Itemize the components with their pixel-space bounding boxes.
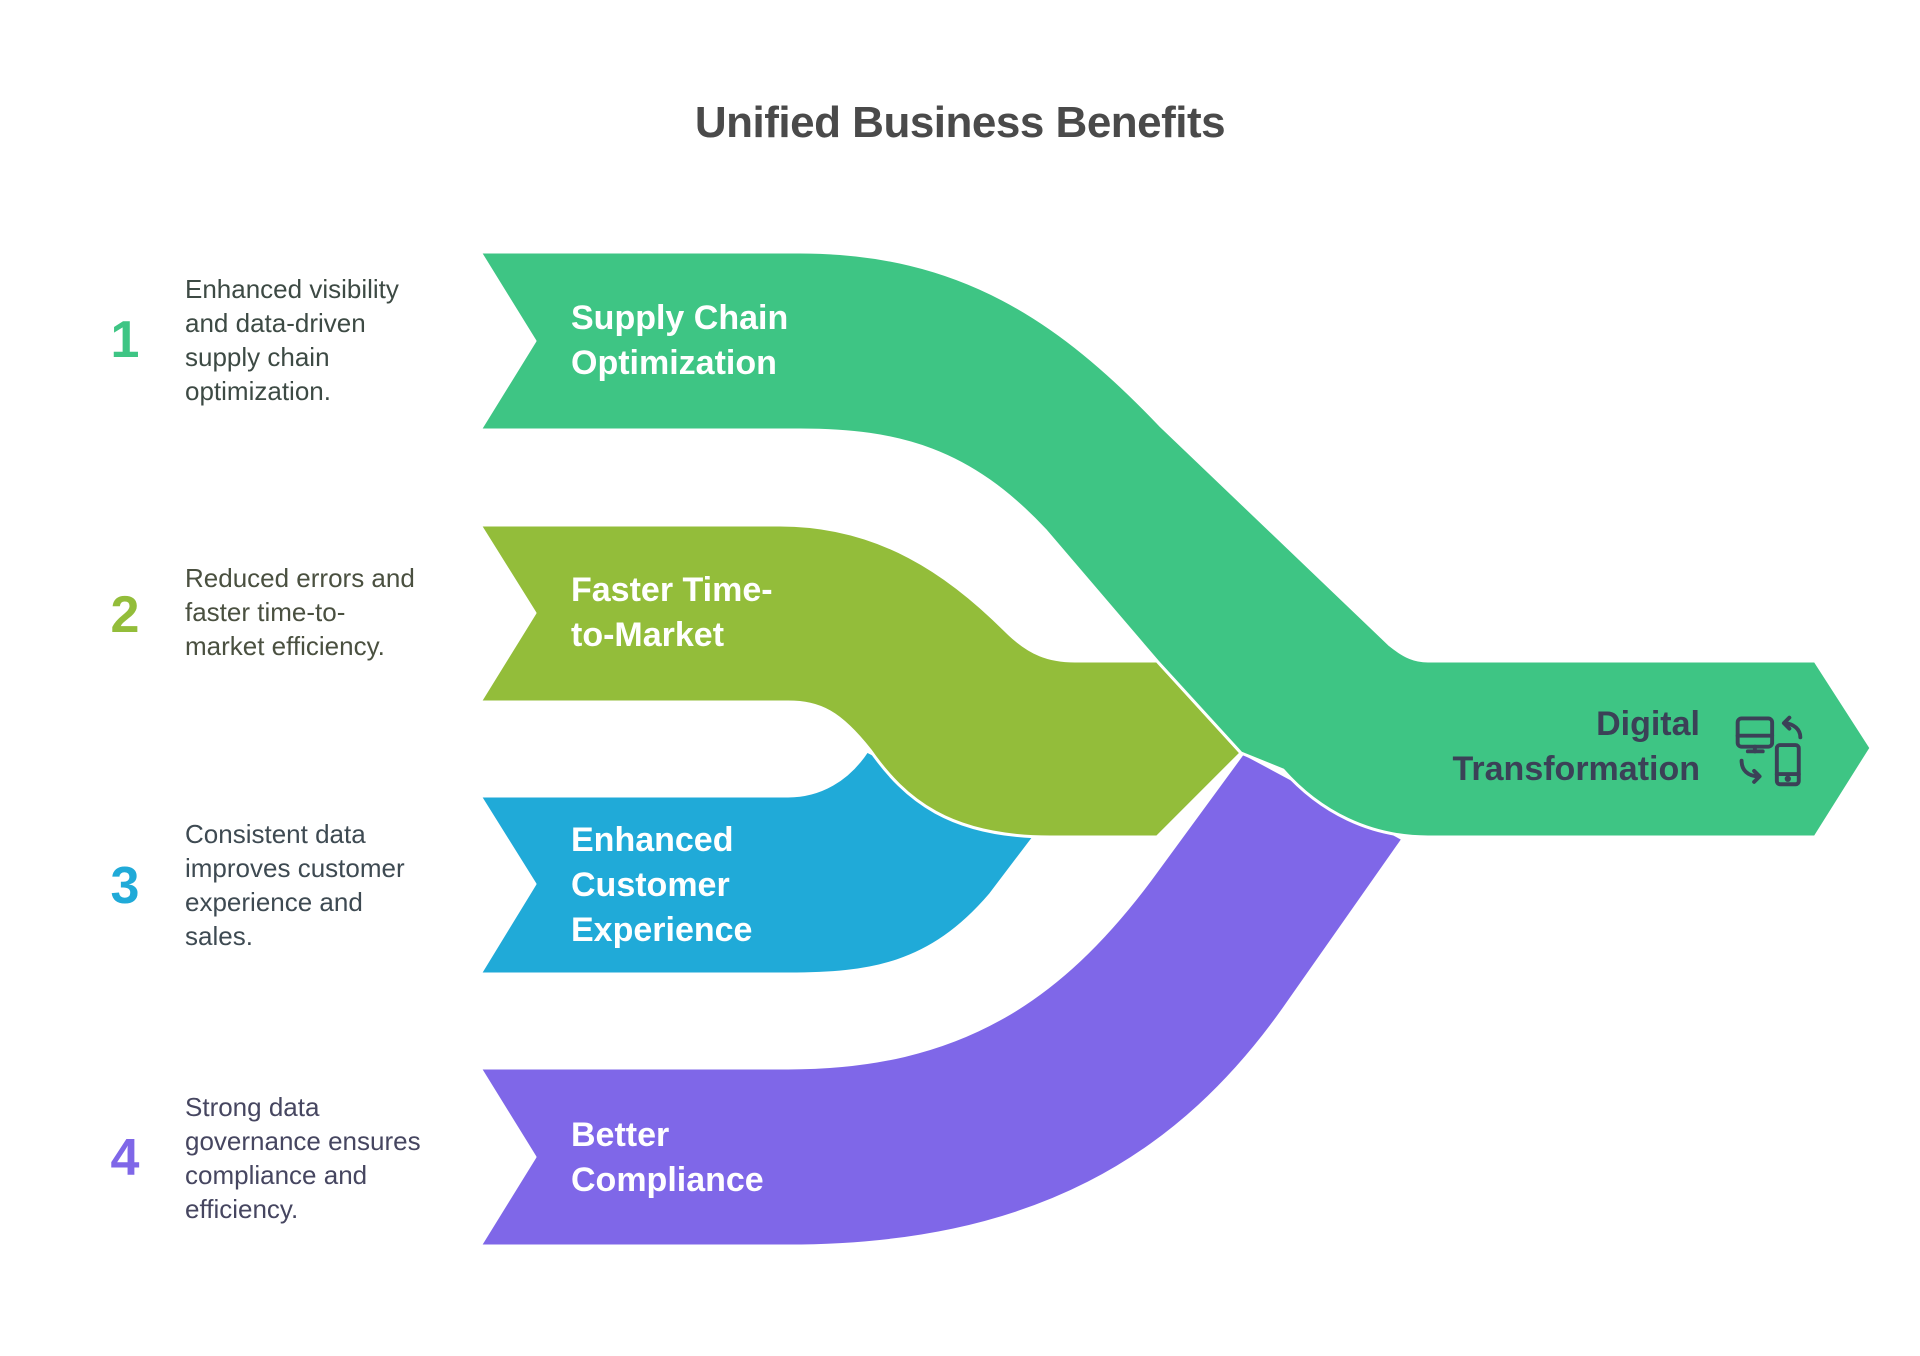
band-label-customer-experience: Enhanced Customer Experience: [571, 818, 831, 953]
description-line: sales.: [185, 921, 253, 951]
band-label-time-to-market: Faster Time- to-Market: [571, 568, 831, 658]
page-title: Unified Business Benefits: [694, 98, 1226, 147]
phone-icon: [1774, 743, 1801, 787]
description-line: experience and: [185, 887, 363, 917]
label-line: Optimization: [571, 344, 777, 382]
band-label-supply-chain: Supply Chain Optimization: [571, 296, 831, 386]
description-line: Consistent data: [185, 819, 366, 849]
label-line: Compliance: [571, 1161, 764, 1199]
monitor-icon: [1735, 716, 1775, 754]
description-line: market efficiency.: [185, 631, 385, 661]
item-number-1: 1: [110, 311, 140, 369]
item-number-3: 3: [110, 857, 140, 915]
description-line: compliance and: [185, 1160, 368, 1190]
description-line: efficiency.: [185, 1194, 299, 1224]
band-supply-chain: [478, 250, 1873, 839]
item-description-2: Reduced errors and faster time-to- marke…: [185, 561, 455, 663]
device-sync-icon: [1735, 715, 1803, 787]
description-line: Strong data: [185, 1092, 320, 1122]
label-line: Digital: [1596, 705, 1700, 743]
band-time-to-market: [478, 523, 1243, 839]
description-line: faster time-to-: [185, 597, 346, 627]
description-line: and data-driven: [185, 308, 366, 338]
label-line: Customer: [571, 866, 730, 904]
description-line: Enhanced visibility: [185, 274, 399, 304]
description-line: optimization.: [185, 376, 331, 406]
label-line: Better: [571, 1116, 670, 1154]
label-line: Transformation: [1452, 750, 1700, 788]
description-line: Reduced errors and: [185, 563, 415, 593]
arrow-up-left-icon: [1781, 715, 1803, 740]
target-label-digital-transformation: Digital Transformation: [1453, 702, 1700, 792]
item-number-2: 2: [110, 586, 140, 644]
label-line: Faster Time-: [571, 571, 773, 609]
band-better-compliance: [478, 751, 1405, 1248]
arrow-down-right-icon: [1739, 758, 1762, 784]
item-number-4: 4: [110, 1129, 140, 1187]
label-line: Enhanced: [571, 821, 734, 859]
item-description-4: Strong data governance ensures complianc…: [185, 1090, 455, 1226]
description-line: supply chain: [185, 342, 330, 372]
item-description-3: Consistent data improves customer experi…: [185, 817, 455, 953]
description-line: governance ensures: [185, 1126, 421, 1156]
band-customer-experience: [478, 749, 1036, 976]
item-description-1: Enhanced visibility and data-driven supp…: [185, 272, 455, 408]
band-label-better-compliance: Better Compliance: [571, 1113, 831, 1203]
label-line: to-Market: [571, 616, 725, 654]
label-line: Supply Chain: [571, 299, 789, 337]
description-line: improves customer: [185, 853, 405, 883]
label-line: Experience: [571, 911, 753, 949]
